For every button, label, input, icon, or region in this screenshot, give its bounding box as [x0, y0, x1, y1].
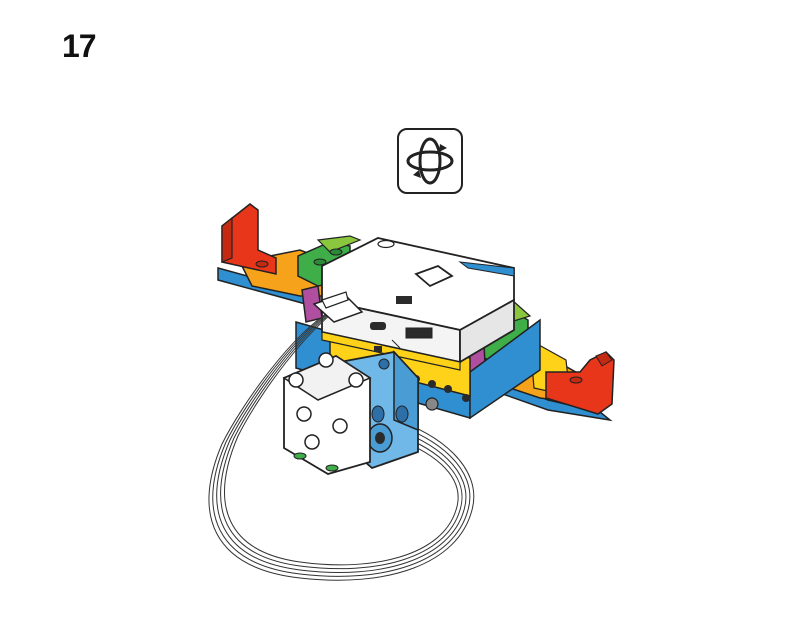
step-number: 17: [62, 28, 97, 64]
cable: [208, 301, 475, 581]
hub: [321, 237, 515, 371]
rotate-model-icon: [397, 128, 463, 194]
motor: [282, 350, 419, 475]
cable-plug: [312, 291, 364, 323]
